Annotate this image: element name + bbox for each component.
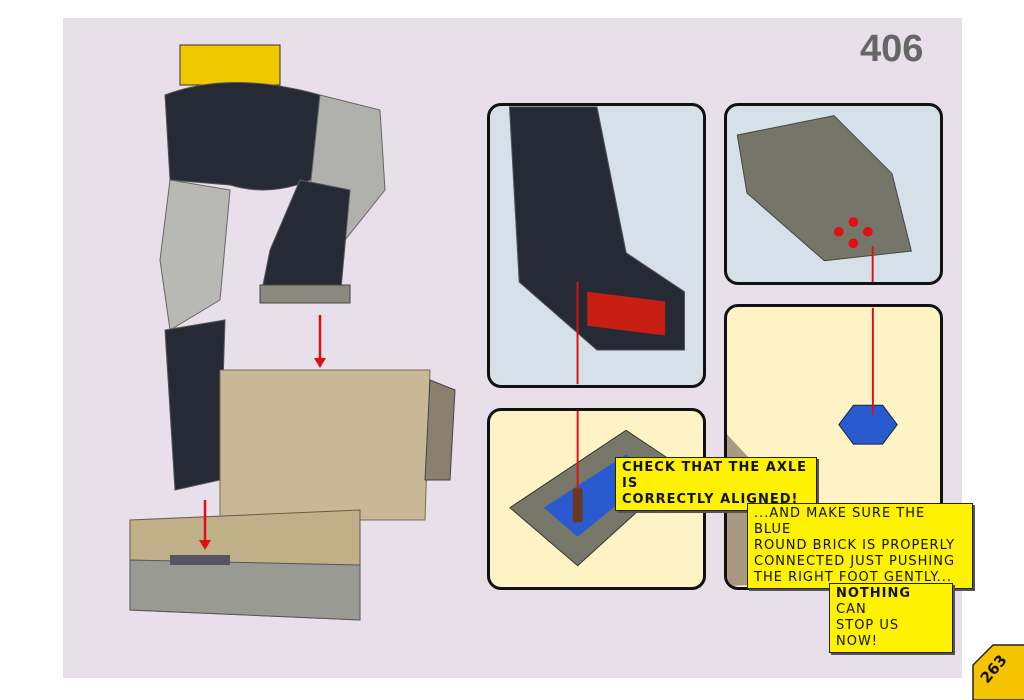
callout-line: ...and make sure the blue [754, 506, 926, 537]
callout-text: can [836, 602, 867, 617]
callout-line: the right foot gently... [754, 570, 953, 585]
callout-nothing-can-stop: Nothing can stop us now! [829, 583, 953, 653]
page-number-badge [972, 644, 1024, 700]
callout-line: Nothing can [836, 586, 946, 618]
callout-bold-word: Nothing [836, 586, 912, 601]
callout-line: round brick is properly [754, 538, 956, 553]
callout-axle-aligned: Check that the axle is correctly aligned… [615, 457, 817, 511]
model-illustration [129, 44, 456, 621]
callout-blue-brick: ...and make sure the blue round brick is… [747, 503, 973, 589]
callout-line: connected just pushing [754, 554, 956, 569]
step-number: 406 [860, 28, 924, 70]
detail-panel-foot-bottom [724, 103, 943, 285]
detail-panel-foot-side [487, 103, 706, 388]
callout-line: stop us now! [836, 618, 900, 649]
callout-line: Check that the axle is [622, 460, 808, 491]
